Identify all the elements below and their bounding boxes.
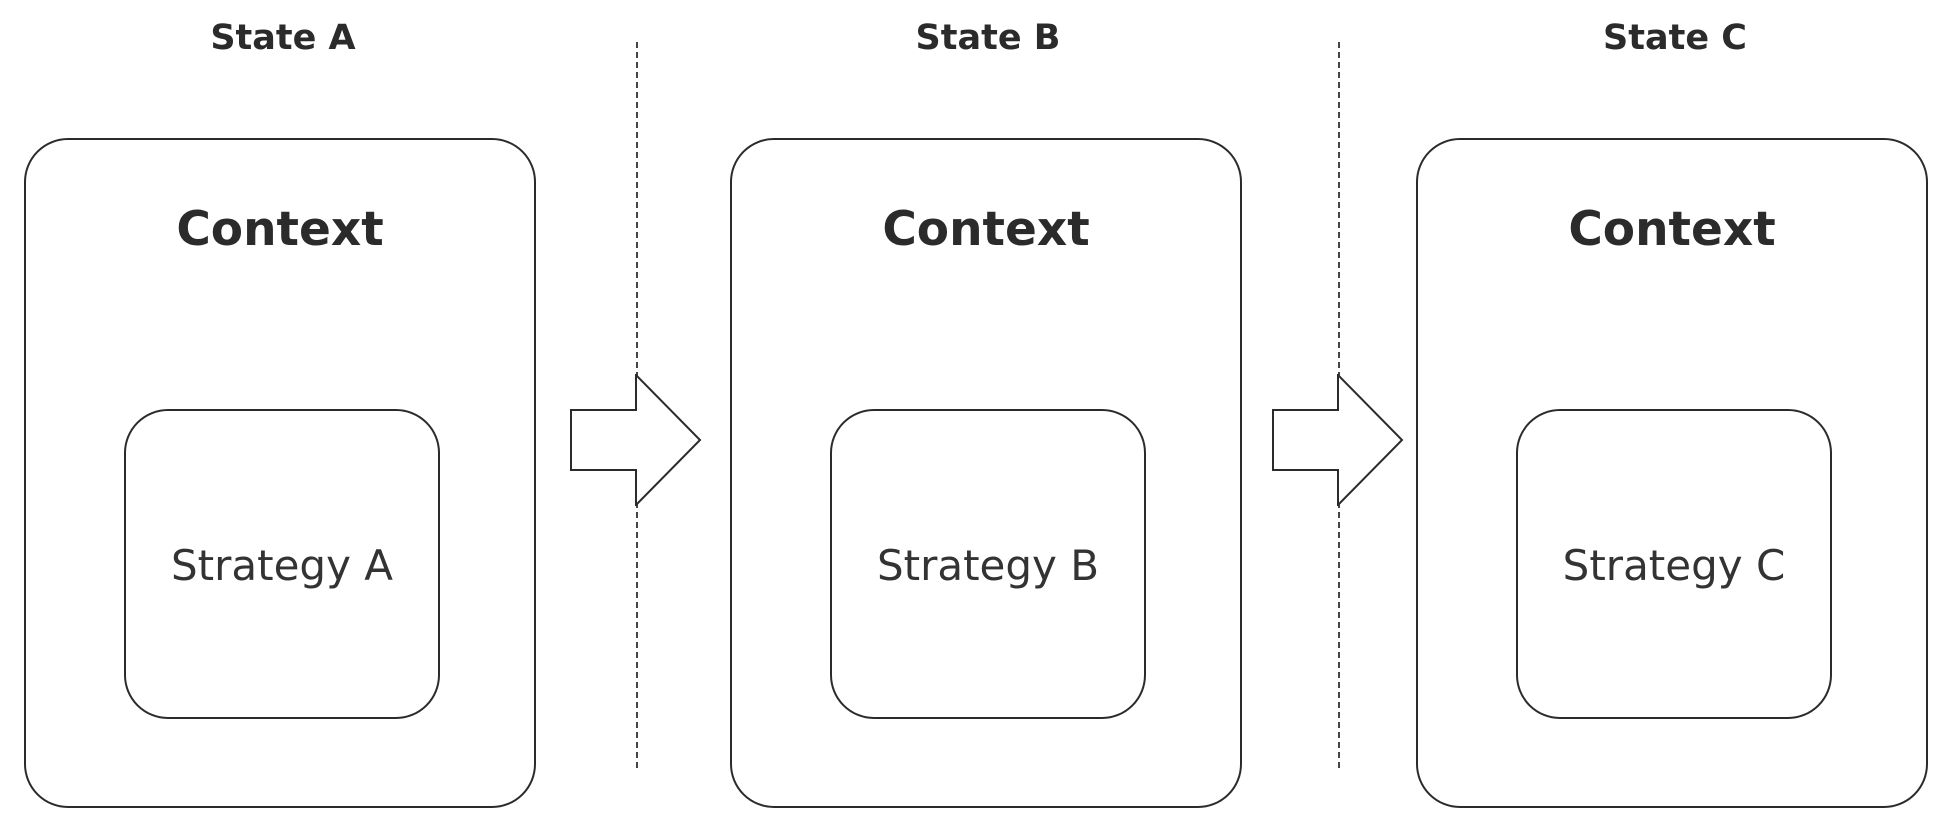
transition-arrow-ab bbox=[570, 374, 702, 506]
context-box-b: Context Strategy B bbox=[730, 138, 1242, 808]
strategy-label-a: Strategy A bbox=[170, 540, 394, 590]
context-label-c: Context bbox=[1568, 202, 1776, 257]
context-label-a: Context bbox=[176, 202, 384, 257]
state-a-title: State A bbox=[210, 18, 356, 58]
context-label-b: Context bbox=[882, 202, 1090, 257]
strategy-label-c: Strategy C bbox=[1562, 540, 1786, 590]
context-box-a: Context Strategy A bbox=[24, 138, 536, 808]
strategy-box-b: Strategy B bbox=[830, 409, 1146, 719]
strategy-box-c: Strategy C bbox=[1516, 409, 1832, 719]
state-c-title: State C bbox=[1603, 18, 1747, 58]
transition-arrow-bc bbox=[1272, 374, 1404, 506]
context-box-c: Context Strategy C bbox=[1416, 138, 1928, 808]
state-b-title: State B bbox=[915, 18, 1061, 58]
strategy-label-b: Strategy B bbox=[876, 540, 1100, 590]
strategy-box-a: Strategy A bbox=[124, 409, 440, 719]
